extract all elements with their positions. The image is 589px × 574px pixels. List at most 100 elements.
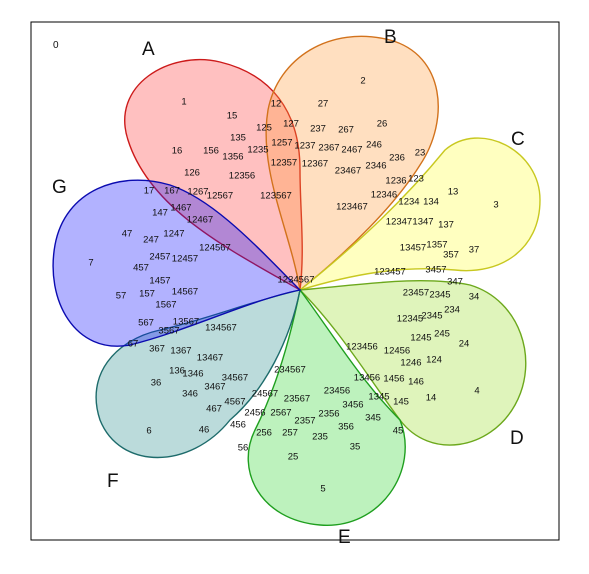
region-label: 26 (377, 119, 388, 130)
region-label: 1236 (385, 176, 406, 187)
region-label: 2456 (244, 408, 265, 419)
region-label: 167 (164, 186, 180, 197)
region-label: 12357 (271, 158, 297, 169)
region-label: 2345 (429, 290, 450, 301)
region-label: 126 (184, 168, 200, 179)
region-label: 15 (227, 111, 238, 122)
region-label: 2367 (318, 143, 339, 154)
region-label: 236 (389, 153, 405, 164)
region-label: 4567 (224, 397, 245, 408)
region-label: 67 (128, 339, 139, 350)
set-e-shape (247, 288, 406, 526)
region-label: 17 (144, 186, 155, 197)
region-label: 12345 (397, 314, 423, 325)
region-label: 156 (203, 146, 219, 157)
region-label: 23567 (284, 394, 310, 405)
region-label: 123 (408, 174, 424, 185)
region-label: 357 (443, 250, 459, 261)
region-label: 1345 (368, 392, 389, 403)
region-label: 2357 (294, 416, 315, 427)
region-label: 7 (88, 258, 93, 269)
region-label: 346 (182, 389, 198, 400)
region-label: 23467 (335, 166, 361, 177)
set-label-e: E (338, 527, 351, 548)
set-label-b: B (384, 27, 397, 48)
region-label: 245 (434, 329, 450, 340)
region-label: 567 (138, 318, 154, 329)
region-label: 127 (283, 119, 299, 130)
region-label: 1247 (163, 229, 184, 240)
region-label: 1456 (383, 374, 404, 385)
region-label: 367 (149, 344, 165, 355)
set-d-shape (298, 280, 527, 446)
region-label: 136 (169, 366, 185, 377)
region-label: 457 (133, 263, 149, 274)
region-label: 2457 (149, 252, 170, 263)
region-label: 45 (393, 426, 404, 437)
region-label: 12346 (371, 190, 397, 201)
region-label: 1234567 (278, 275, 315, 286)
diagram-frame (30, 21, 560, 541)
region-label: 134 (423, 197, 439, 208)
region-label: 57 (116, 291, 127, 302)
region-label: 2467 (341, 145, 362, 156)
region-label: 2346 (365, 161, 386, 172)
region-label: 13 (448, 187, 459, 198)
region-label: 2 (360, 76, 365, 87)
region-label: 123457 (374, 267, 406, 278)
region-label: 1246 (400, 358, 421, 369)
region-label: 1 (181, 97, 186, 108)
region-label: 124 (426, 355, 442, 366)
set-label-g: G (52, 177, 67, 198)
region-label: 146 (408, 377, 424, 388)
region-label: 1245 (410, 333, 431, 344)
region-label: 1257 (271, 138, 292, 149)
region-label: 23457 (403, 288, 429, 299)
region-label: 123467 (336, 202, 368, 213)
region-label: 6 (146, 426, 151, 437)
region-label: 147 (152, 208, 168, 219)
region-label: 34 (469, 292, 480, 303)
region-label: 25 (288, 452, 299, 463)
region-label: 3 (493, 200, 498, 211)
region-label: 1346 (182, 369, 203, 380)
region-label: 247 (143, 235, 159, 246)
set-b-shape (265, 35, 439, 292)
region-label: 345 (365, 413, 381, 424)
region-label: 1235 (247, 145, 268, 156)
set-shapes (52, 35, 541, 526)
region-label: 1267 (187, 187, 208, 198)
region-label: 56 (238, 443, 249, 454)
region-label: 47 (122, 229, 133, 240)
region-label: 456 (230, 420, 246, 431)
region-label: 1237 (294, 141, 315, 152)
region-label: 14 (426, 393, 437, 404)
set-g-shape (52, 179, 302, 347)
region-label: 234 (444, 305, 460, 316)
region-label: 13457 (400, 243, 426, 254)
region-label: 4 (474, 386, 479, 397)
region-label: 13567 (173, 317, 199, 328)
region-label: 24567 (252, 389, 278, 400)
region-label: 2567 (270, 408, 291, 419)
region-label: 23 (415, 148, 426, 159)
region-label: 137 (438, 220, 454, 231)
region-label: 14567 (172, 287, 198, 298)
region-label: 12367 (302, 159, 328, 170)
region-label: 1347 (412, 217, 433, 228)
region-label: 3457 (425, 265, 446, 276)
region-label: 12567 (207, 191, 233, 202)
region-label: 1467 (170, 203, 191, 214)
region-label: 5 (320, 484, 325, 495)
region-label: 246 (366, 140, 382, 151)
region-label: 123567 (260, 191, 292, 202)
region-label: 27 (318, 99, 329, 110)
region-label: 23456 (324, 386, 350, 397)
region-label: 16 (172, 146, 183, 157)
region-label: 3567 (158, 326, 179, 337)
region-label: 12347 (386, 217, 412, 228)
region-label: 12356 (229, 171, 255, 182)
region-label: 157 (139, 289, 155, 300)
